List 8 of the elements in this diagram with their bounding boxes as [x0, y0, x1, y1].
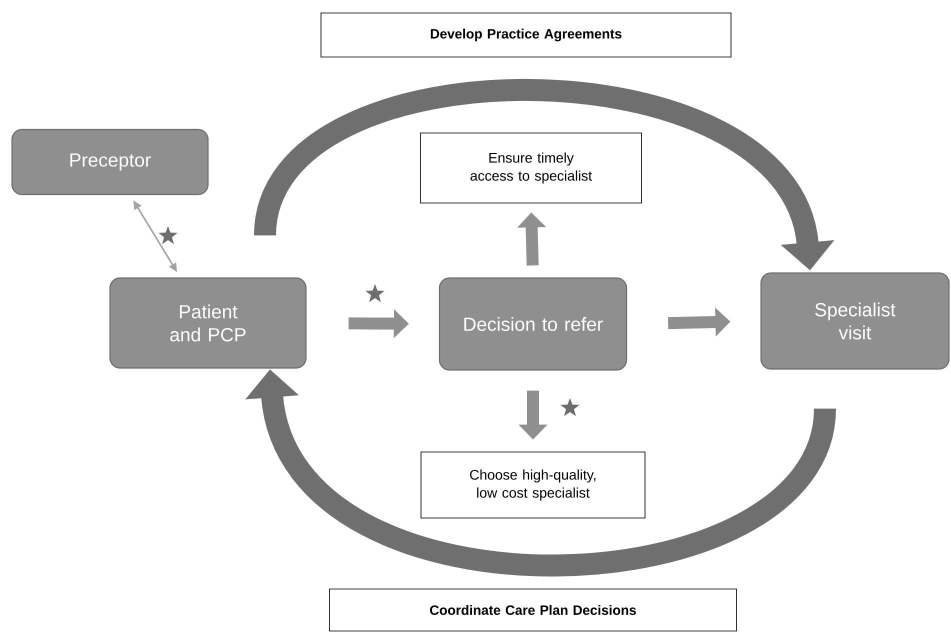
- process-box: Specialist visit: [760, 272, 950, 370]
- heading-box: Develop Practice Agreements: [320, 12, 732, 58]
- process-box: Preceptor: [11, 128, 209, 196]
- process-box: Decision to refer: [438, 277, 628, 371]
- process-box: Patient and PCP: [109, 277, 307, 369]
- text-box: Choose high-quality, low cost specialist: [420, 452, 646, 518]
- text-box: Ensure timely access to specialist: [420, 132, 642, 204]
- heading-box: Coordinate Care Plan Decisions: [329, 588, 737, 632]
